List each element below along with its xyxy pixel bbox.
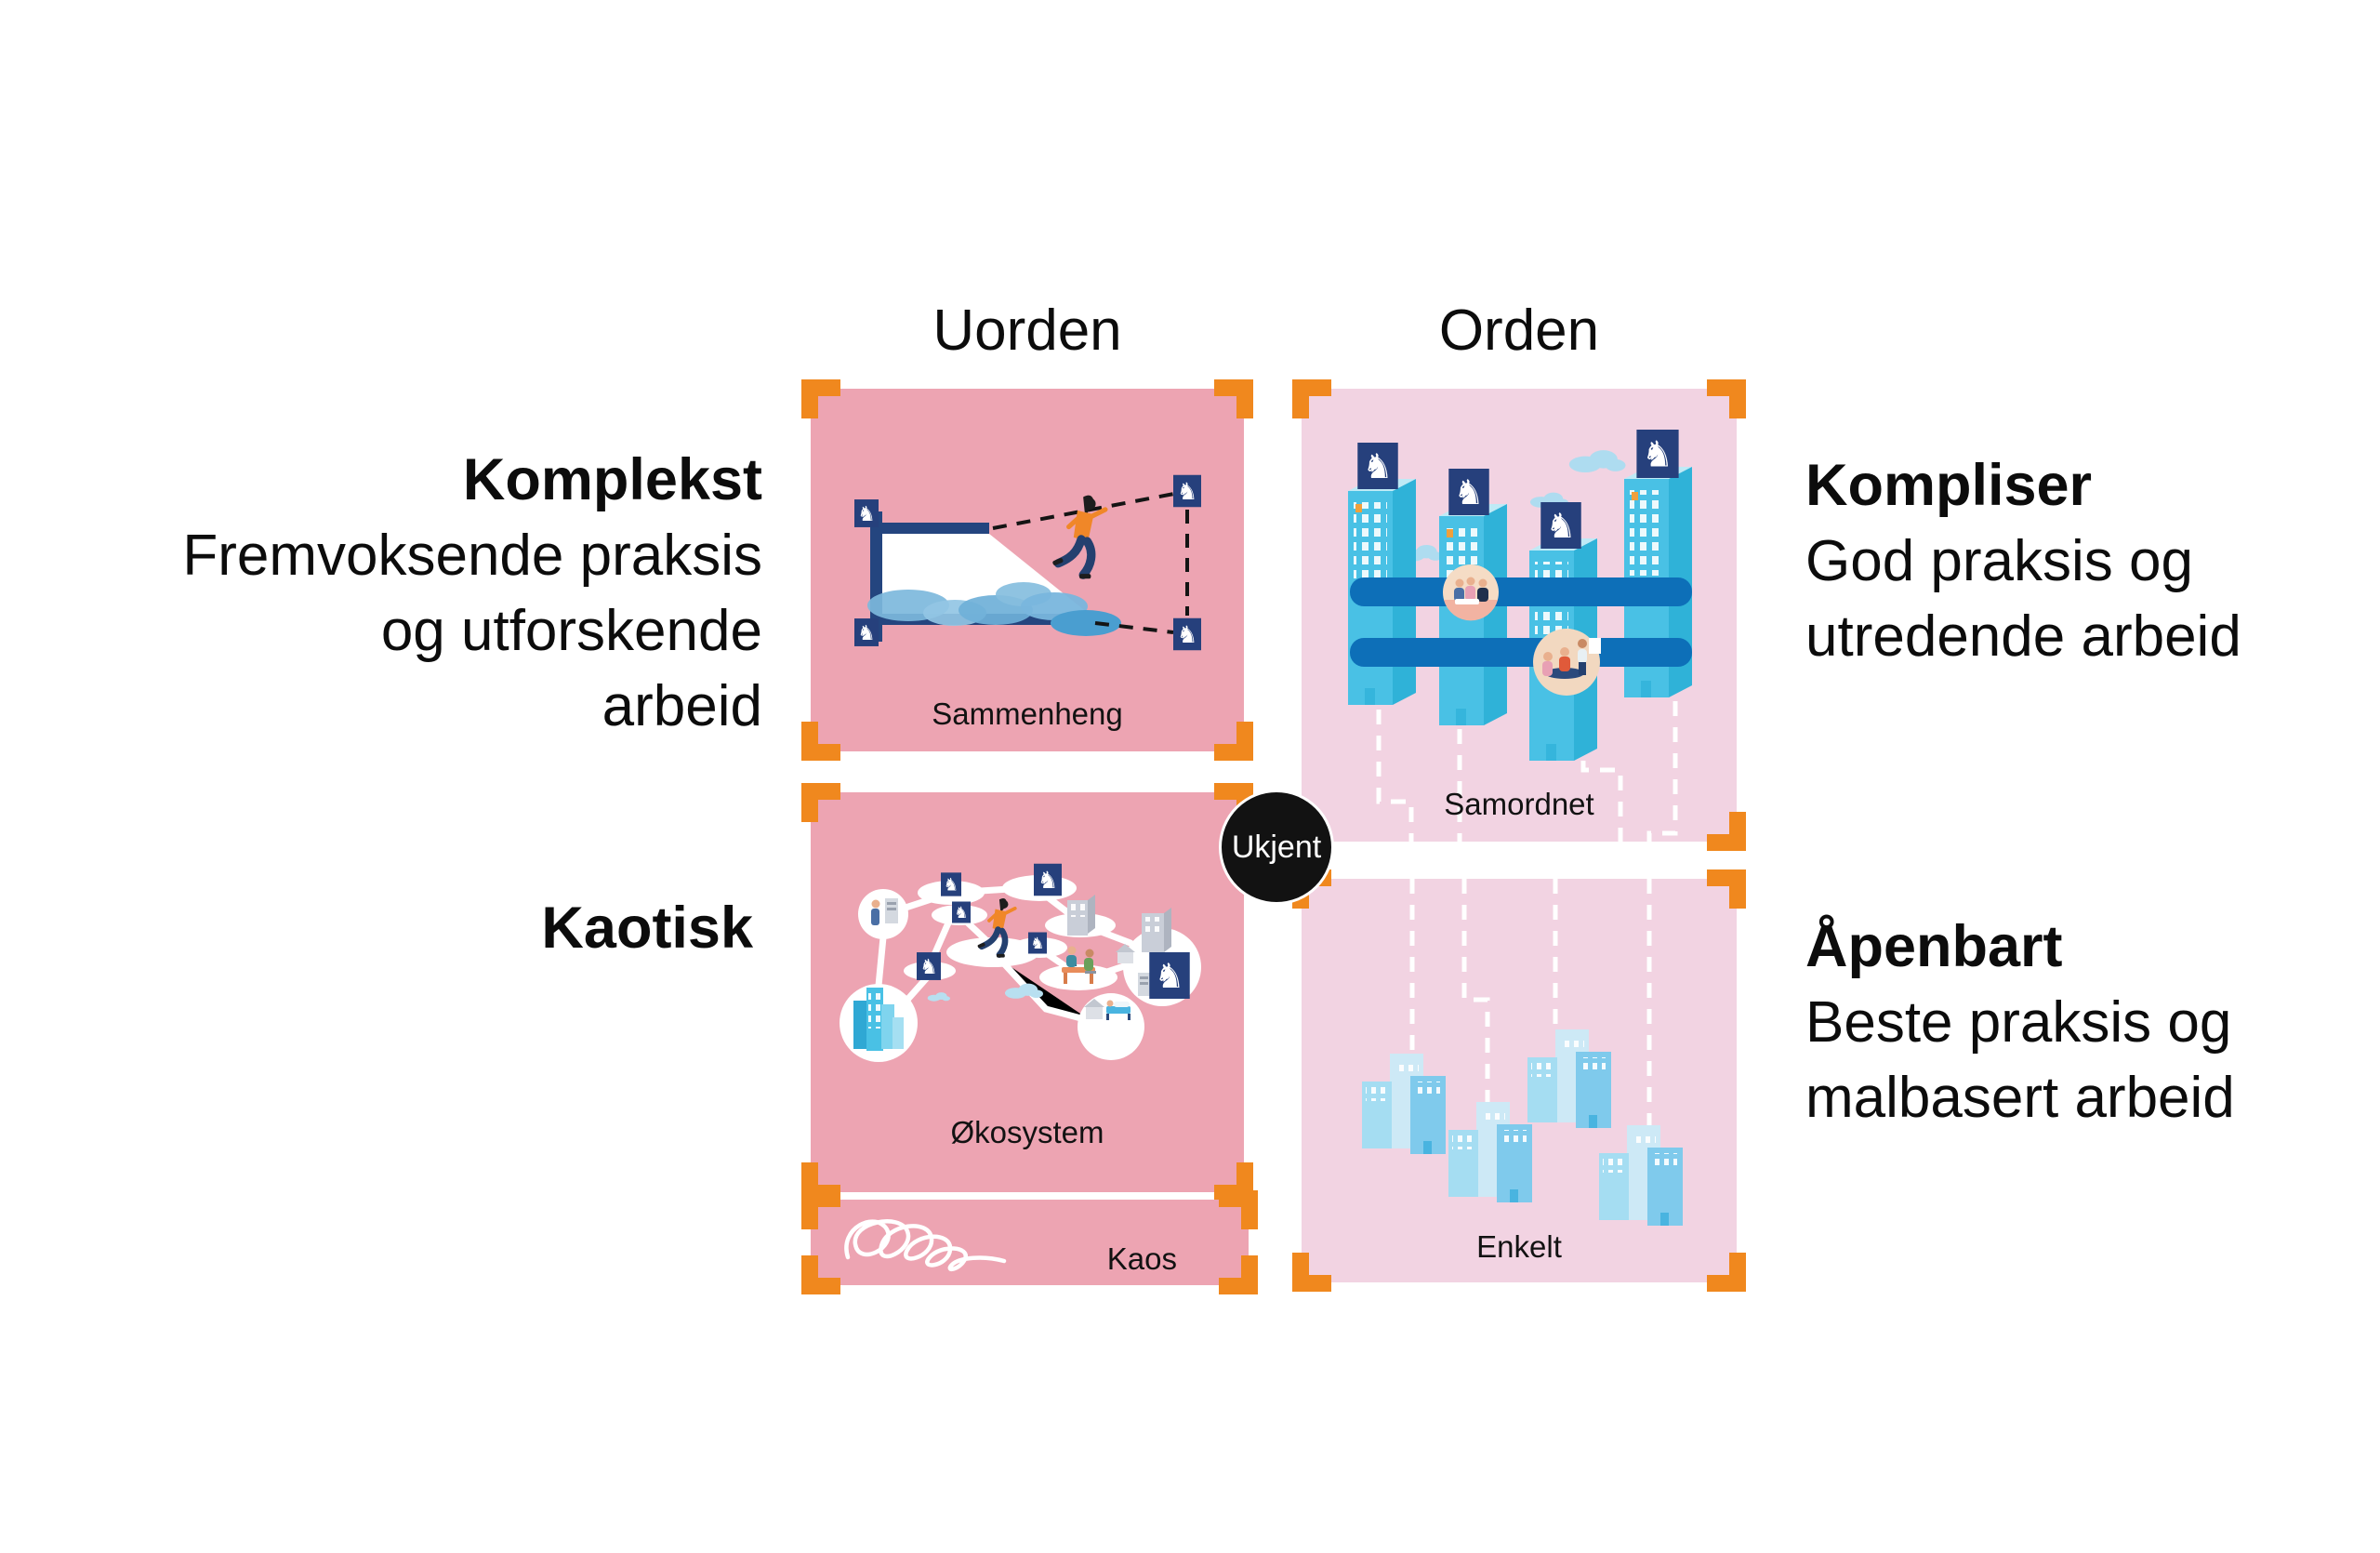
panel-label-enkelt: Enkelt xyxy=(1476,1229,1562,1264)
quadrant-line: God praksis og xyxy=(1805,529,2193,593)
corner-bracket-icon xyxy=(801,1255,840,1294)
meeting-inset xyxy=(1443,564,1499,621)
building-cluster xyxy=(1599,1125,1683,1226)
quadrant-title-apenbart: Åpenbart xyxy=(1805,914,2063,979)
corner-bracket-icon xyxy=(1292,1253,1331,1292)
quadrant-line: utredende arbeid xyxy=(1805,604,2241,669)
corner-bracket-icon xyxy=(1707,869,1746,909)
building-cluster xyxy=(1362,1054,1446,1154)
corner-bracket-icon xyxy=(1214,722,1253,761)
quadrant-label-apenbart: Åpenbart Beste praksis og malbasert arbe… xyxy=(1805,909,2380,1135)
panel-samordnet: Samordnet xyxy=(1292,379,1746,851)
column-header-uorden: Uorden xyxy=(932,299,1122,363)
panel-sammenheng: Sammenheng xyxy=(801,379,1253,761)
panel-label-okosystem: Økosystem xyxy=(950,1115,1104,1149)
samordnet-illustration xyxy=(1348,430,1692,842)
norway-coat-of-arms-icon xyxy=(1149,952,1190,999)
norway-coat-of-arms-icon xyxy=(1173,617,1201,651)
panel-okosystem: Økosystem xyxy=(801,783,1253,1201)
corner-bracket-icon xyxy=(801,783,840,822)
connection-bar xyxy=(1350,577,1692,606)
scribble-tangle-icon xyxy=(844,1219,1007,1272)
kaos-illustration xyxy=(844,1219,1007,1272)
corner-bracket-icon xyxy=(1219,1190,1258,1229)
okosystem-illustration xyxy=(840,863,1201,1062)
panel-kaos: Kaos xyxy=(801,1190,1258,1294)
corner-bracket-icon xyxy=(1214,379,1253,418)
norway-coat-of-arms-icon xyxy=(941,872,961,896)
center-badge-ukjent: Ukjent xyxy=(1219,790,1334,905)
norway-coat-of-arms-icon xyxy=(952,901,971,923)
corner-bracket-icon xyxy=(1292,379,1331,418)
panel-label-kaos: Kaos xyxy=(1106,1241,1177,1276)
corner-bracket-icon xyxy=(1707,812,1746,851)
quadrant-title-kaotisk: Kaotisk xyxy=(541,896,753,961)
corner-bracket-icon xyxy=(801,1190,840,1229)
connection-bar xyxy=(1350,638,1692,667)
norway-coat-of-arms-icon xyxy=(1540,502,1581,549)
corner-bracket-icon xyxy=(1219,1255,1258,1294)
quadrant-line: arbeid xyxy=(602,674,762,738)
sammenheng-illustration xyxy=(854,474,1201,651)
cloud-icon xyxy=(927,992,950,1002)
norway-coat-of-arms-icon xyxy=(917,952,941,980)
norway-coat-of-arms-icon xyxy=(854,499,879,527)
district-cluster xyxy=(1116,908,1171,996)
norway-coat-of-arms-icon xyxy=(1357,443,1398,489)
norway-coat-of-arms-icon xyxy=(1448,469,1489,515)
city-cluster xyxy=(853,988,904,1051)
quadrant-line: Fremvoksende praksis xyxy=(182,524,762,588)
corner-bracket-icon xyxy=(1707,1253,1746,1292)
center-badge-label: Ukjent xyxy=(1231,829,1322,865)
quadrant-label-kompliser: Kompliser God praksis og utredende arbei… xyxy=(1805,448,2380,674)
care-cluster xyxy=(1084,999,1130,1020)
building-cluster xyxy=(1527,1029,1611,1128)
corner-bracket-icon xyxy=(801,722,840,761)
quadrant-title-komplekst: Komplekst xyxy=(462,447,762,512)
gray-building xyxy=(1067,895,1095,936)
quadrant-line: malbasert arbeid xyxy=(1805,1066,2235,1130)
panel-enkelt: Enkelt xyxy=(1292,869,1746,1292)
quadrant-label-komplekst: Komplekst Fremvoksende praksis og utfors… xyxy=(112,443,762,744)
quadrant-line: Beste praksis og xyxy=(1805,990,2232,1055)
norway-coat-of-arms-icon xyxy=(1636,430,1679,478)
corner-bracket-icon xyxy=(1707,379,1746,418)
norway-coat-of-arms-icon xyxy=(1028,932,1047,954)
column-header-orden: Orden xyxy=(1438,299,1600,363)
quadrant-title-kompliser: Kompliser xyxy=(1805,453,2093,518)
building-cluster xyxy=(1448,1102,1532,1202)
norway-coat-of-arms-icon xyxy=(1173,474,1201,508)
panel-label-samordnet: Samordnet xyxy=(1444,787,1594,821)
quadrant-line: og utforskende xyxy=(380,599,762,663)
norway-coat-of-arms-icon xyxy=(854,618,879,646)
enkelt-illustration xyxy=(1362,879,1683,1226)
desk-meeting xyxy=(1062,946,1096,984)
person-and-server xyxy=(871,898,898,925)
panel-label-sammenheng: Sammenheng xyxy=(932,697,1123,731)
cloud-icon xyxy=(1568,450,1626,472)
corner-bracket-icon xyxy=(801,379,840,418)
quadrant-label-kaotisk: Kaotisk xyxy=(112,891,753,966)
norway-coat-of-arms-icon xyxy=(1034,863,1062,896)
meeting-inset xyxy=(1533,629,1601,696)
